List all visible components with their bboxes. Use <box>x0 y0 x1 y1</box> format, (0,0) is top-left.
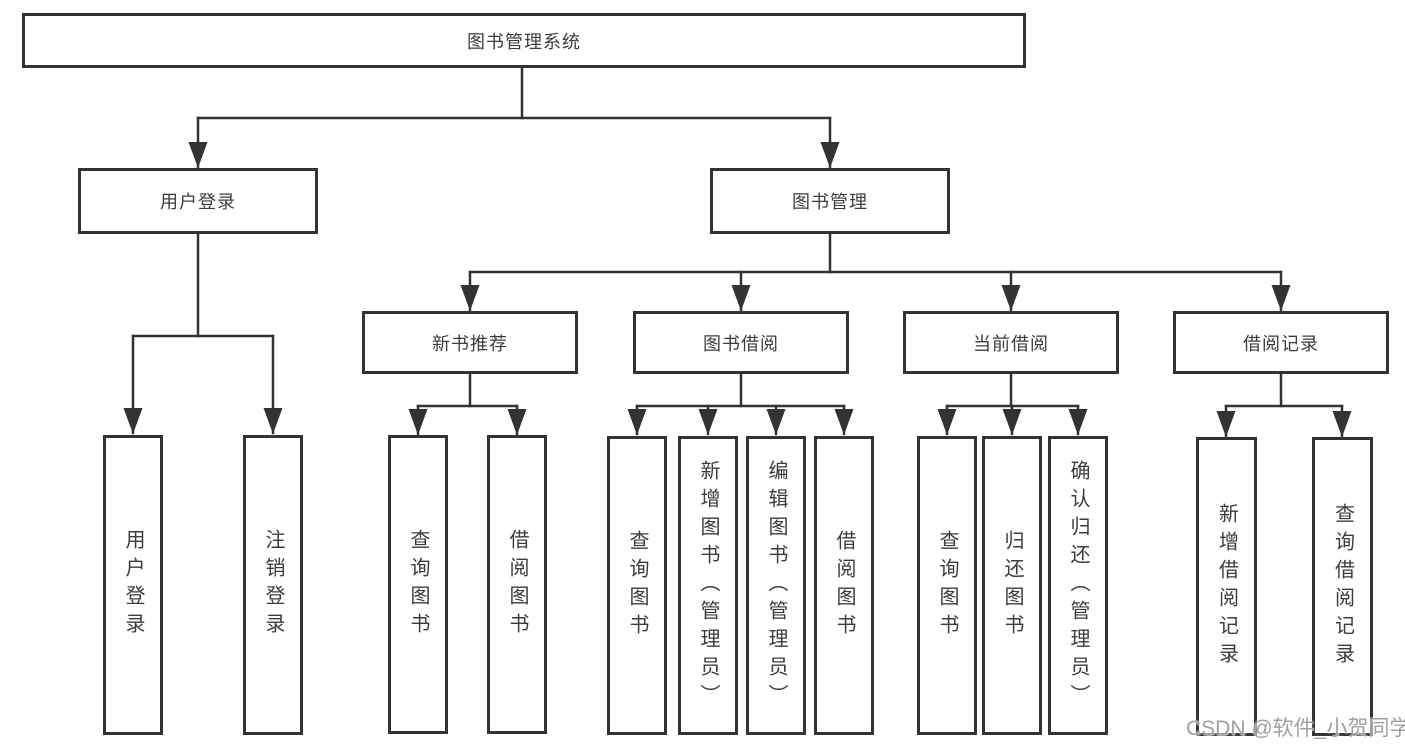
leaf-query-books-1-label: 查询图书 <box>407 528 429 641</box>
node-borrow-records-label: 借阅记录 <box>1243 333 1319 354</box>
node-user-login-label: 用户登录 <box>160 192 236 212</box>
node-book-management-label: 图书管理 <box>792 192 868 212</box>
leaf-borrow-books-1: 借阅图书 <box>487 435 547 734</box>
leaf-query-books-1: 查询图书 <box>388 435 448 734</box>
leaf-user-login: 用户登录 <box>103 435 163 735</box>
leaf-logout-label: 注销登录 <box>262 529 284 641</box>
leaf-query-books-2: 查询图书 <box>607 436 667 735</box>
leaf-query-borrow-record-label: 查询借阅记录 <box>1331 502 1354 671</box>
leaf-edit-books-admin: 编辑图书（管理员） <box>746 436 806 735</box>
leaf-return-books: 归还图书 <box>982 436 1042 735</box>
node-borrow-records: 借阅记录 <box>1173 311 1389 374</box>
leaf-confirm-return-admin: 确认归还（管理员） <box>1048 436 1108 735</box>
leaf-edit-books-admin-label: 编辑图书（管理员） <box>765 459 787 712</box>
node-book-management: 图书管理 <box>710 168 950 234</box>
node-book-borrow-label: 图书借阅 <box>703 333 779 354</box>
leaf-query-books-3-label: 查询图书 <box>936 529 958 642</box>
leaf-confirm-return-admin-label: 确认归还（管理员） <box>1067 459 1089 712</box>
node-current-borrow-label: 当前借阅 <box>973 333 1049 354</box>
node-new-book-recommend: 新书推荐 <box>362 311 578 374</box>
leaf-user-login-label: 用户登录 <box>122 529 144 641</box>
leaf-borrow-books-2: 借阅图书 <box>814 436 874 735</box>
node-root: 图书管理系统 <box>22 13 1026 68</box>
leaf-add-books-admin-label: 新增图书（管理员） <box>697 459 719 712</box>
leaf-query-books-3: 查询图书 <box>917 436 977 735</box>
csdn-watermark: CSDN @软件_小贺同学 <box>1186 717 1405 740</box>
node-new-book-recommend-label: 新书推荐 <box>432 333 508 354</box>
leaf-borrow-books-1-label: 借阅图书 <box>506 528 528 641</box>
leaf-add-books-admin: 新增图书（管理员） <box>678 436 738 735</box>
leaf-add-borrow-record: 新增借阅记录 <box>1196 437 1257 736</box>
node-user-login: 用户登录 <box>78 168 318 234</box>
node-root-label: 图书管理系统 <box>467 31 581 52</box>
leaf-query-books-2-label: 查询图书 <box>626 529 648 642</box>
leaf-add-borrow-record-label: 新增借阅记录 <box>1215 502 1238 671</box>
leaf-borrow-books-2-label: 借阅图书 <box>833 529 855 642</box>
leaf-return-books-label: 归还图书 <box>1001 529 1023 642</box>
node-current-borrow: 当前借阅 <box>903 311 1119 374</box>
leaf-query-borrow-record: 查询借阅记录 <box>1312 437 1373 736</box>
leaf-logout: 注销登录 <box>243 435 303 735</box>
node-book-borrow: 图书借阅 <box>633 311 849 374</box>
